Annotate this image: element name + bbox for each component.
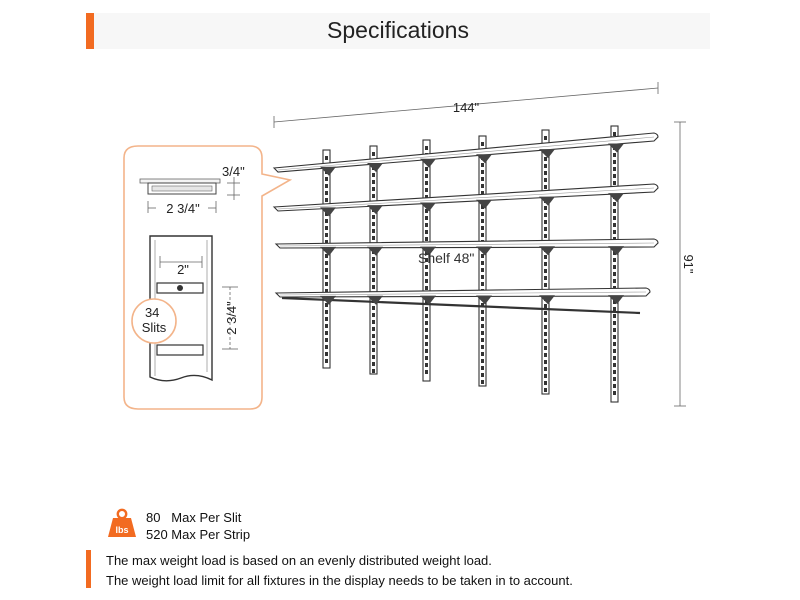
shelf-bracket <box>539 295 555 305</box>
shelf-length-label: Shelf 48" <box>418 250 474 266</box>
shelf-bracket <box>476 199 492 209</box>
shelf-bracket <box>320 166 336 176</box>
shelf-bracket <box>420 158 436 168</box>
notes-accent-bar <box>86 550 91 588</box>
wall-strip <box>610 125 619 403</box>
shelf-board <box>272 132 659 173</box>
height-dimension-line <box>674 121 686 407</box>
max-per-slit: 80 Max Per Slit <box>146 510 242 525</box>
shelf-bracket <box>420 202 436 212</box>
shelf-bracket <box>476 154 492 164</box>
shelf-bracket <box>539 196 555 206</box>
note-even-load: The max weight load is based on an evenl… <box>106 553 492 568</box>
shelf-bracket <box>420 295 436 305</box>
shelf-board <box>274 287 651 298</box>
slits-label: 34 Slits <box>142 305 167 335</box>
shelf-board <box>274 238 659 249</box>
shelf-bracket <box>320 295 336 305</box>
weight-icon-label: lbs <box>115 525 128 535</box>
wall-strip <box>541 129 550 395</box>
shelf-bracket <box>367 246 383 256</box>
strip-width-label: 2" <box>177 262 189 277</box>
bracket-thickness-label: 3/4" <box>222 164 245 179</box>
shelf-bracket <box>476 246 492 256</box>
bracket-depth-label: 2 3/4" <box>166 201 200 216</box>
width-dimension-line <box>273 82 659 128</box>
slit-pitch-label: 2 3/4" <box>224 301 239 335</box>
weight-block: lbs <box>106 508 138 543</box>
header-accent-bar <box>86 13 94 49</box>
max-per-strip: 520 Max Per Strip <box>146 527 251 542</box>
shelf-bracket <box>320 207 336 217</box>
bottom-shelf-rail <box>281 296 641 315</box>
section-header: Specifications <box>86 13 710 49</box>
shelf-bracket <box>608 143 624 153</box>
weight-icon: lbs <box>108 508 136 537</box>
overall-width-label: 144" <box>453 100 480 115</box>
shelf-bracket <box>420 246 436 256</box>
shelf-bracket <box>320 246 336 256</box>
shelf-bracket <box>608 295 624 305</box>
shelf-bracket <box>367 295 383 305</box>
wall-strips <box>322 125 619 403</box>
shelf-bracket <box>476 295 492 305</box>
overall-height-label: 91" <box>681 254 696 273</box>
wall-strip <box>369 145 378 375</box>
bracket-profile-detail <box>139 177 240 213</box>
slits-badge <box>131 298 177 344</box>
shelf-bracket <box>539 149 555 159</box>
wall-strip <box>478 135 487 387</box>
page-title: Specifications <box>327 17 469 43</box>
note-fixture-limit: The weight load limit for all fixtures i… <box>106 573 573 588</box>
shelves <box>272 132 659 315</box>
shelf-bracket <box>367 163 383 173</box>
shelf-board <box>272 183 659 212</box>
shelf-bracket <box>608 193 624 203</box>
strip-detail <box>149 235 238 382</box>
shelf-bracket <box>608 246 624 256</box>
wall-strip <box>322 149 331 369</box>
brackets <box>320 143 624 305</box>
shelf-bracket <box>367 205 383 215</box>
shelf-bracket <box>539 246 555 256</box>
